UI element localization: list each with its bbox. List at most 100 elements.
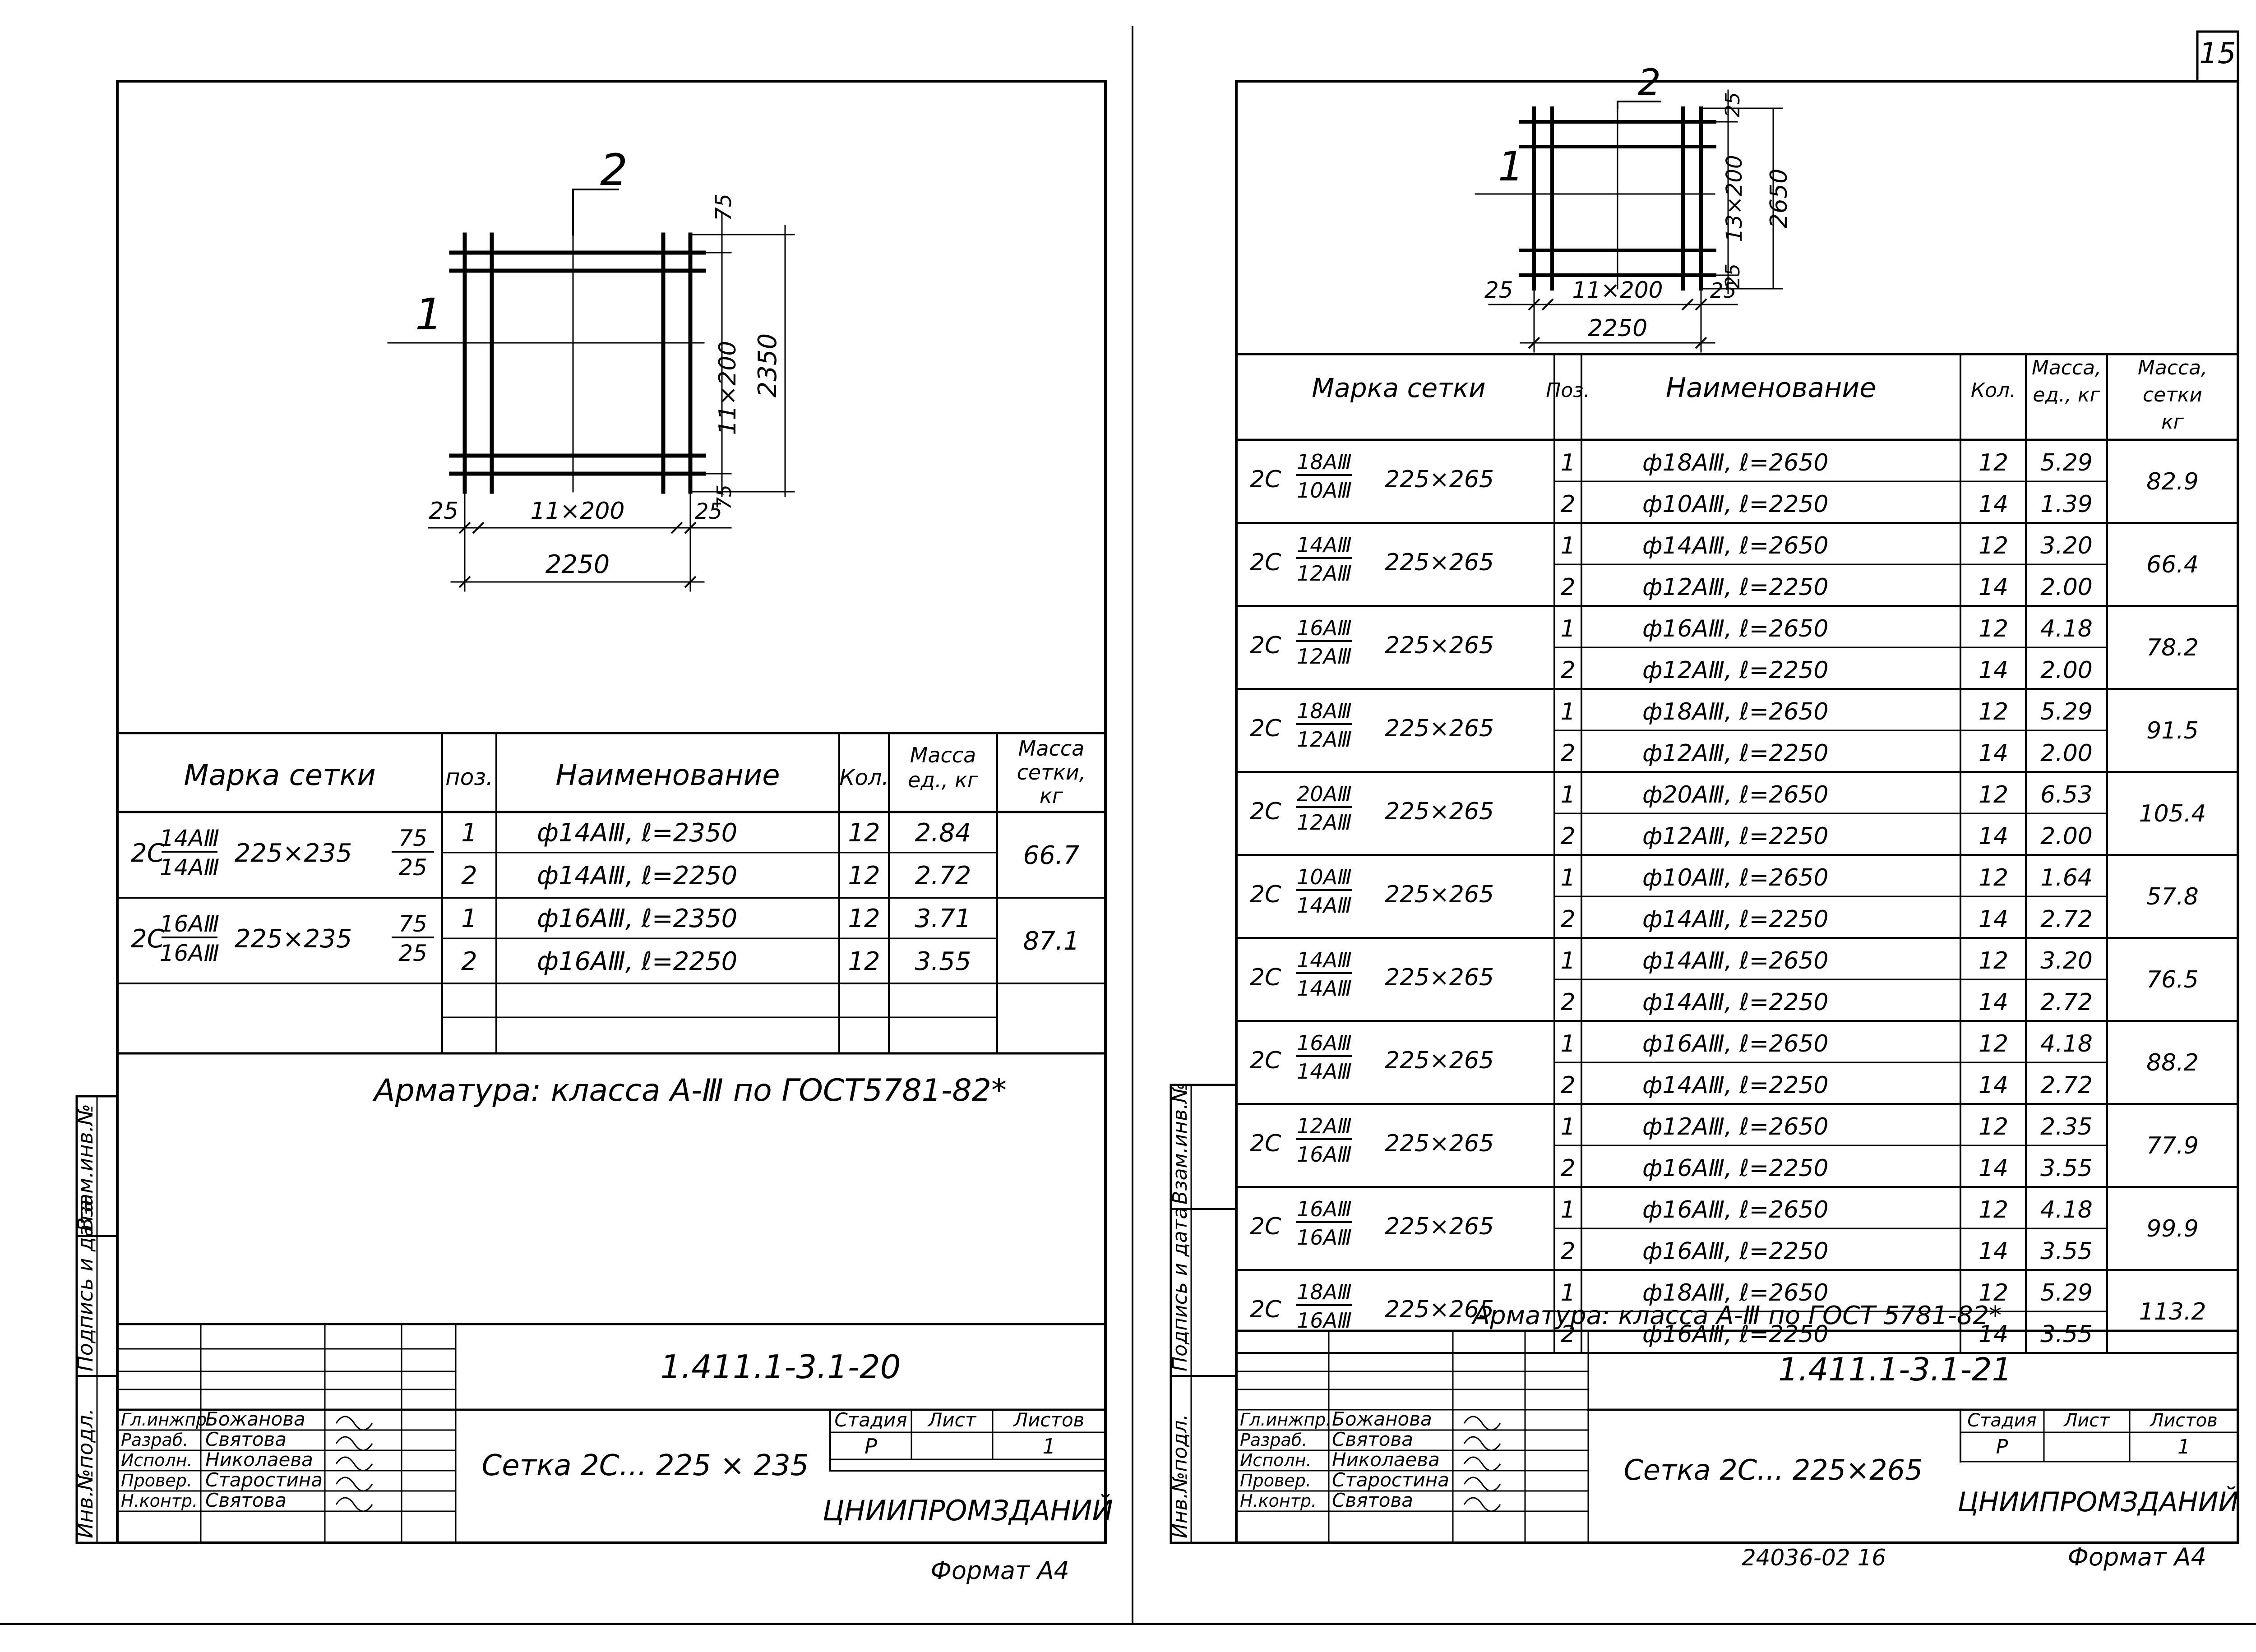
item-position: 2 [1560, 491, 1575, 518]
mesh-size: 225×265 [1385, 1296, 1494, 1323]
item-name: ф18АⅢ, ℓ=2650 [1642, 1279, 1829, 1306]
dim-tick [1528, 337, 1540, 349]
dim-tick [670, 521, 683, 534]
item-position: 1 [1560, 947, 1575, 974]
item-unit-mass: 3.55 [2040, 1238, 2093, 1265]
dim-left-label: 25 [1484, 277, 1513, 303]
reinforcement-note: Арматура: класса А-Ⅲ по ГОСТ 5781-82* [1471, 1301, 2002, 1330]
item-position: 1 [1560, 698, 1575, 725]
item-unit-mass: 2.72 [2040, 1072, 2093, 1099]
side-stamp-label: Инв.№подл. [1169, 1414, 1192, 1538]
mesh-total-mass: 76.5 [2146, 966, 2199, 993]
reinforcement-note: Арматура: класса А-Ⅲ по ГОСТ5781-82* [372, 1073, 1007, 1108]
mesh-bar-top: 10АⅢ [1297, 865, 1352, 889]
dim-top-label: 25 [1721, 92, 1744, 117]
dim-total-h-label: 2250 [546, 550, 610, 579]
dim-tick [472, 521, 485, 534]
organization: ЦНИИПРОМЗДАНИЙ [823, 1494, 1113, 1527]
mesh-bar-bottom: 12АⅢ [1297, 561, 1352, 586]
dim-total-h-label: 2250 [1588, 315, 1647, 342]
signature-mark [335, 1456, 373, 1472]
item-unit-mass: 2.00 [2040, 574, 2093, 601]
header-mass-total: кг [2161, 411, 2184, 434]
stamp-role: Гл.инжпр. [1240, 1410, 1331, 1430]
side-stamp-label: Инв.№подл. [73, 1408, 97, 1538]
dim-bottom-label: 75 [713, 485, 736, 510]
item-quantity: 12 [848, 861, 880, 891]
header-qty: Кол. [839, 765, 888, 790]
signature-mark [335, 1416, 373, 1431]
item-position: 2 [461, 947, 477, 976]
dim-bottom-label: 25 [1721, 263, 1744, 289]
mesh-bar-bottom: 16АⅢ [1297, 1142, 1352, 1167]
dim-left-label: 25 [429, 498, 458, 525]
mesh-prefix: 2С [1250, 1047, 1281, 1074]
mesh-bar-top: 16АⅢ [1297, 1197, 1352, 1221]
item-unit-mass: 2.00 [2040, 823, 2093, 850]
mesh-size: 225×235 [235, 924, 352, 954]
dim-top-label: 75 [711, 194, 736, 221]
item-unit-mass: 6.53 [2040, 781, 2093, 808]
signature-mark [1463, 1436, 1501, 1451]
mesh-prefix: 2С [1250, 632, 1281, 659]
side-stamp-label: Взам.инв.№ [1169, 1082, 1192, 1204]
dim-tick [684, 521, 697, 534]
item-name: ф16АⅢ, ℓ=2650 [1642, 1196, 1829, 1223]
item-unit-mass: 2.72 [2040, 989, 2093, 1016]
header-mark: Марка сетки [1312, 373, 1486, 403]
stamp-name: Святова [1332, 1428, 1413, 1450]
dim-tick [1541, 298, 1554, 311]
item-position: 1 [461, 818, 477, 848]
item-unit-mass: 4.18 [2040, 615, 2093, 642]
page-number: 15 [2199, 37, 2236, 70]
header-mass-total: кг [1040, 784, 1063, 808]
mesh-bar-bottom: 14АⅢ [1297, 1059, 1352, 1084]
dim-tick [458, 521, 471, 534]
item-name: ф16АⅢ, ℓ=2250 [1642, 1238, 1829, 1265]
stamp-role: Провер. [1240, 1471, 1311, 1490]
item-unit-mass: 4.18 [2040, 1030, 2093, 1057]
item-quantity: 14 [1979, 1321, 2008, 1348]
stamp-name: Николаева [205, 1449, 313, 1471]
item-unit-mass: 3.55 [2040, 1155, 2093, 1182]
item-name: ф12АⅢ, ℓ=2250 [1642, 740, 1829, 767]
item-name: ф16АⅢ, ℓ=2650 [1642, 615, 1829, 642]
mesh-bar-top: 14АⅢ [1297, 533, 1352, 557]
item-unit-mass: 2.00 [2040, 657, 2093, 684]
item-name: ф16АⅢ, ℓ=2250 [1642, 1155, 1829, 1182]
stamp-role: Исполн. [1240, 1450, 1312, 1470]
stage-label: Стадия [1967, 1410, 2036, 1431]
mesh-bar-bottom: 16АⅢ [1297, 1308, 1352, 1333]
mesh-total-mass: 99.9 [2146, 1215, 2199, 1242]
organization: ЦНИИПРОМЗДАНИЙ [1957, 1486, 2238, 1518]
item-quantity: 14 [1979, 906, 2008, 933]
stamp-name: Святова [1332, 1489, 1413, 1511]
header-pos: поз. [445, 764, 493, 790]
mesh-bar-top: 14АⅢ [160, 825, 219, 851]
dim-tick [1695, 337, 1707, 349]
item-name: ф20АⅢ, ℓ=2650 [1642, 781, 1829, 808]
side-stamp-frame [1170, 1084, 1238, 1544]
item-unit-mass: 1.39 [2040, 491, 2093, 518]
item-unit-mass: 3.20 [2040, 532, 2093, 559]
item-name: ф16АⅢ, ℓ=2250 [537, 947, 737, 976]
item-quantity: 12 [1979, 1113, 2008, 1140]
item-quantity: 12 [1979, 1196, 2008, 1223]
item-unit-mass: 4.18 [2040, 1196, 2093, 1223]
stage-value: Р [864, 1434, 877, 1458]
item-name: ф12АⅢ, ℓ=2250 [1642, 657, 1829, 684]
signature-mark [1463, 1477, 1501, 1492]
dim-spacing-v-label: 13×200 [1722, 155, 1747, 242]
mesh-bar-bottom: 12АⅢ [1297, 727, 1352, 752]
sheet-label: Лист [2063, 1410, 2110, 1431]
